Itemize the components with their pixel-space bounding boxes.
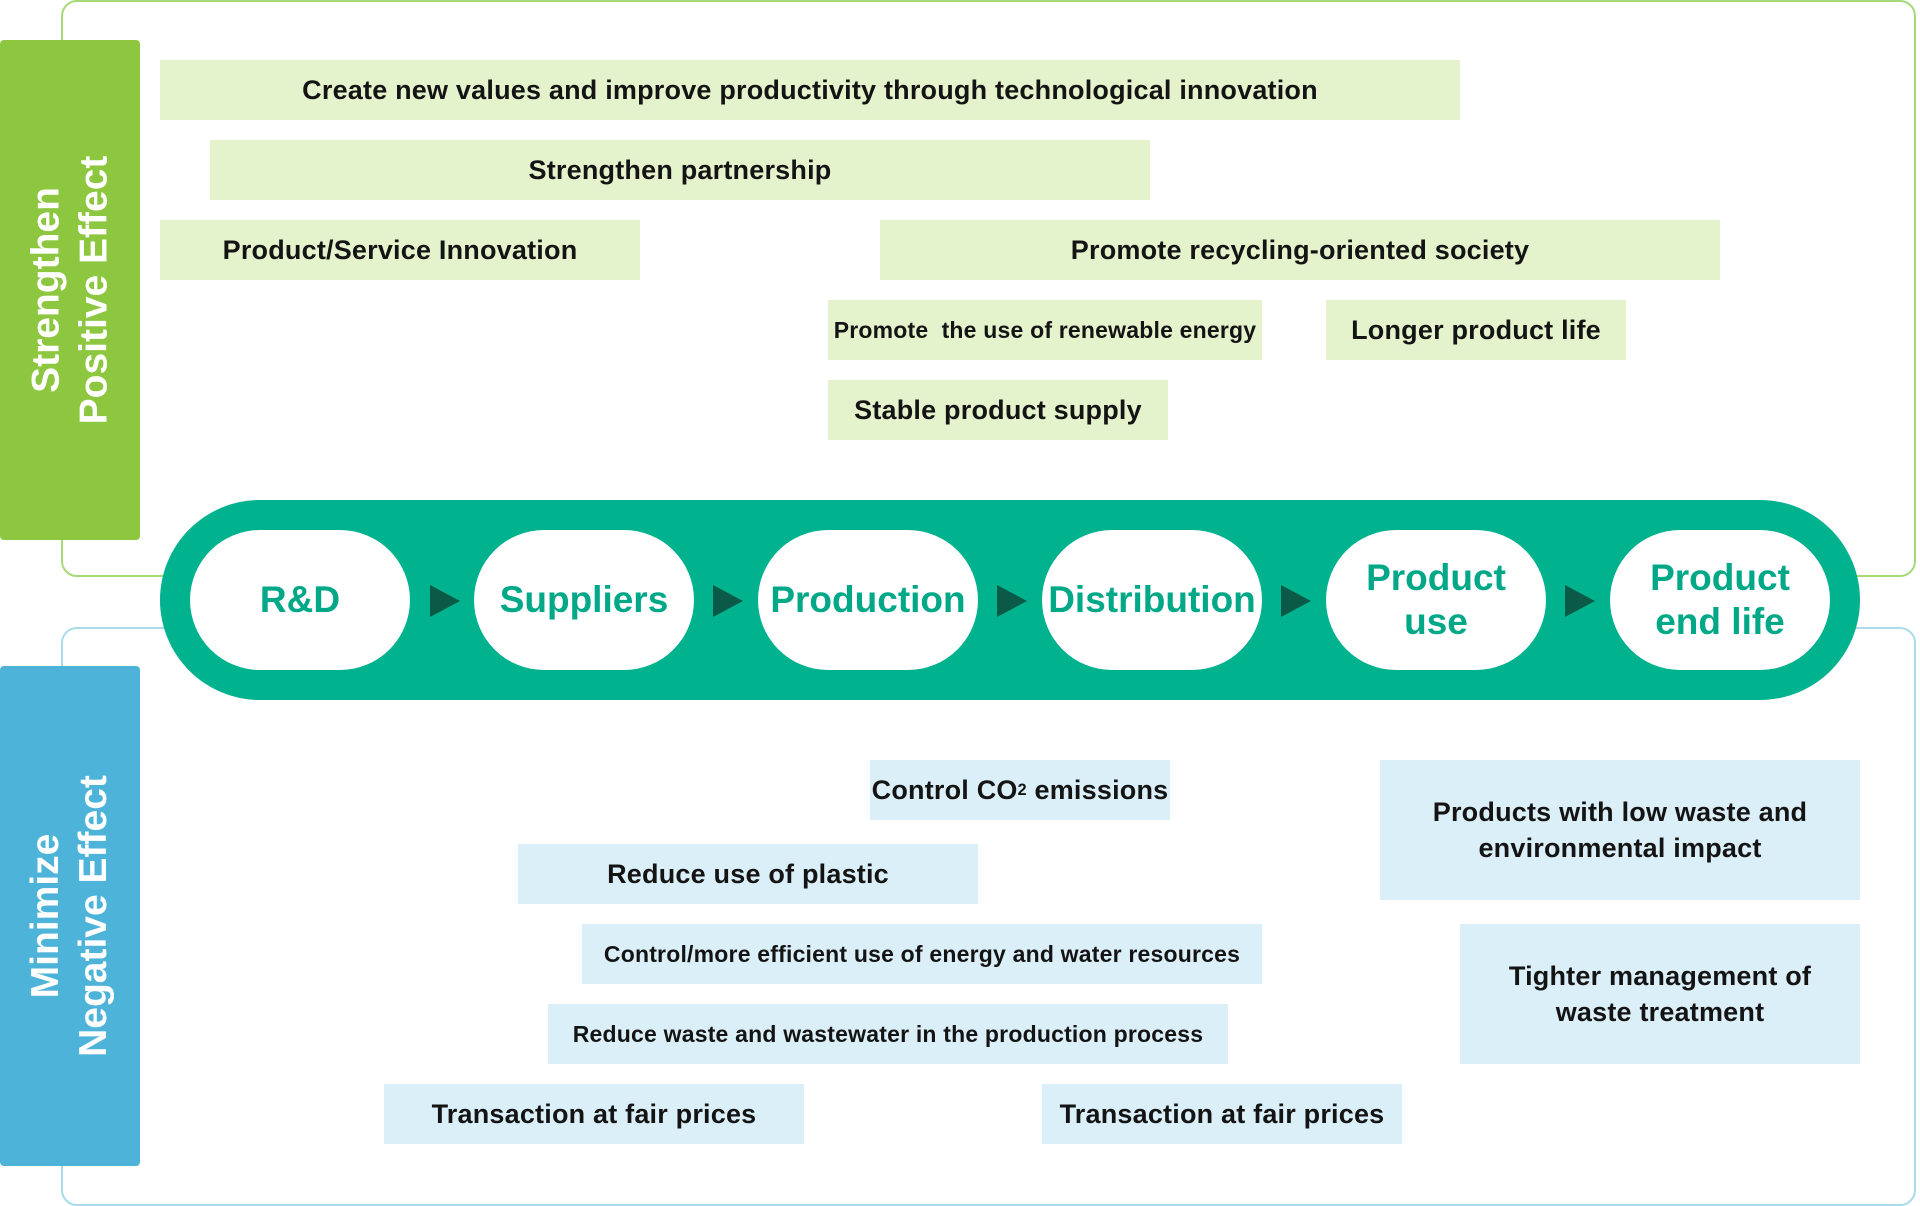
strengthen-positive-effect-tab: Strengthen Positive Effect xyxy=(0,40,140,540)
arrow-right-icon xyxy=(1281,585,1311,617)
stage-rnd: R&D xyxy=(190,530,410,670)
fair-prices-box-2: Transaction at fair prices xyxy=(1042,1084,1402,1144)
tech-innovation-box: Create new values and improve productivi… xyxy=(160,60,1460,120)
arrow-right-icon xyxy=(713,585,743,617)
fair-prices-box-1: Transaction at fair prices xyxy=(384,1084,804,1144)
reduce-waste-process-box: Reduce waste and wastewater in the produ… xyxy=(548,1004,1228,1064)
positive-effect-label: Strengthen Positive Effect xyxy=(24,155,116,425)
recycling-society-box: Promote recycling-oriented society xyxy=(880,220,1720,280)
product-service-innovation-box: Product/Service Innovation xyxy=(160,220,640,280)
arrow-right-icon xyxy=(430,585,460,617)
longer-product-life-box: Longer product life xyxy=(1326,300,1626,360)
arrow-right-icon xyxy=(1565,585,1595,617)
stage-suppliers: Suppliers xyxy=(474,530,694,670)
arrow-right-icon xyxy=(997,585,1027,617)
renewable-energy-box: Promote the use of renewable energy xyxy=(828,300,1262,360)
stage-production: Production xyxy=(758,530,978,670)
negative-effect-panel xyxy=(61,627,1916,1206)
reduce-plastic-box: Reduce use of plastic xyxy=(518,844,978,904)
stage-product-use: Product use xyxy=(1326,530,1546,670)
low-waste-products-box: Products with low waste and environmenta… xyxy=(1380,760,1860,900)
negative-effect-label: Minimize Negative Effect xyxy=(24,775,116,1057)
minimize-negative-effect-tab: Minimize Negative Effect xyxy=(0,666,140,1166)
stage-distribution: Distribution xyxy=(1042,530,1262,670)
partnership-box: Strengthen partnership xyxy=(210,140,1150,200)
energy-water-box: Control/more efficient use of energy and… xyxy=(582,924,1262,984)
waste-treatment-box: Tighter management of waste treatment xyxy=(1460,924,1860,1064)
stage-product-end-life: Product end life xyxy=(1610,530,1830,670)
stable-supply-box: Stable product supply xyxy=(828,380,1168,440)
